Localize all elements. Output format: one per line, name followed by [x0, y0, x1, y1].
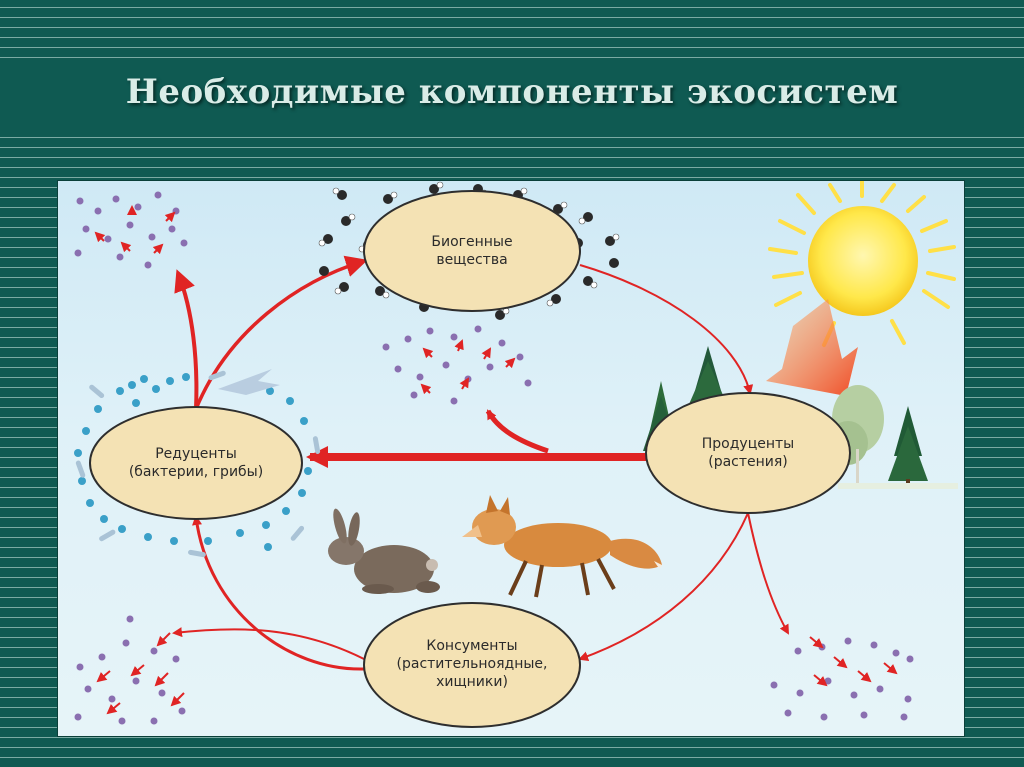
cycle-arrows: [172, 255, 789, 671]
consumers-label: Консументы (растительноядные, хищники): [372, 637, 572, 691]
reducers-label: Редуценты (бактерии, грибы): [100, 445, 292, 481]
producers-label-line1: Продуценты: [701, 436, 795, 452]
producers-label-line2: (растения): [708, 454, 788, 470]
bacteria-cluster-icon: [74, 369, 321, 558]
producers-label: Продуценты (растения): [666, 435, 830, 471]
ecosystem-diagram: Биогенные вещества Продуценты (растения)…: [57, 180, 965, 737]
diagram-canvas: [74, 181, 958, 728]
reducers-node: [89, 406, 303, 520]
consumers-node: [363, 602, 581, 728]
reducers-label-line1: Редуценты: [155, 446, 237, 462]
biogenic-node: [363, 190, 581, 312]
biogenic-label-line1: Биогенные: [431, 234, 513, 250]
rabbit-icon: [328, 508, 440, 594]
sunlight-arrow-icon: [766, 299, 858, 396]
biogenic-label: Биогенные вещества: [392, 233, 552, 269]
slide-title: Необходимые компоненты экосистем: [125, 72, 899, 112]
biogenic-label-line2: вещества: [436, 252, 508, 268]
fox-icon: [462, 495, 662, 598]
consumers-label-line1: Консументы: [426, 638, 518, 654]
reducers-label-line2: (бактерии, грибы): [128, 464, 264, 480]
consumers-label-line3: хищники): [436, 674, 508, 690]
title-band: [0, 60, 1024, 136]
nutrient-dots-bottom-right: [770, 637, 914, 721]
producers-node: [645, 392, 851, 514]
consumers-label-line2: (растительноядные,: [396, 656, 548, 672]
nutrient-dots-bottom-left: [74, 615, 186, 725]
small-arrows: [94, 205, 898, 715]
nutrient-dots-top-left: [74, 191, 188, 269]
sun-icon: [768, 181, 956, 347]
